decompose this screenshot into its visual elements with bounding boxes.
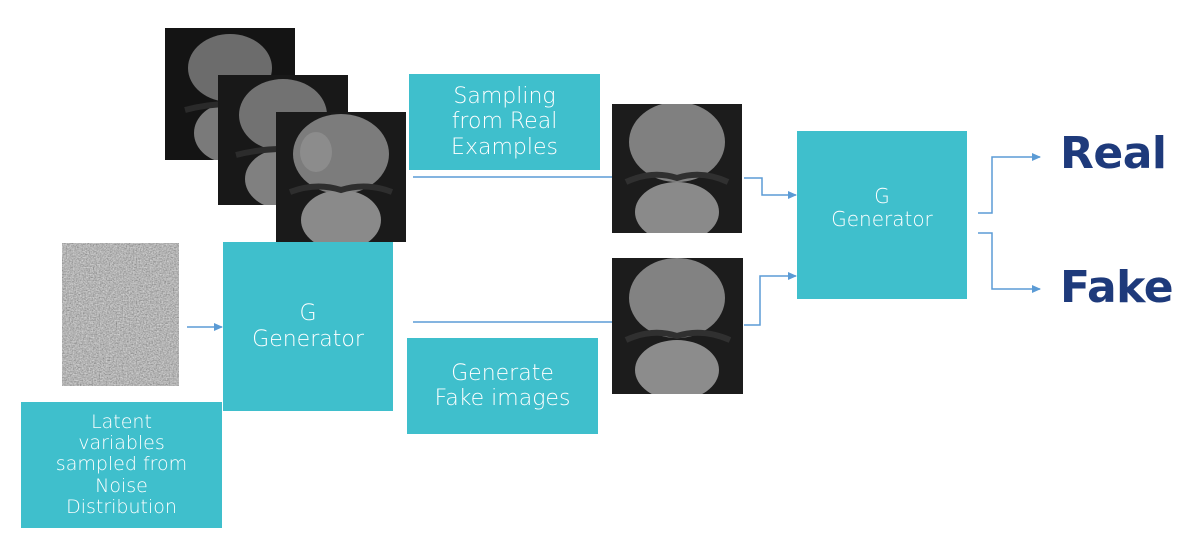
generator-box-left: G Generator: [223, 242, 393, 411]
generator-word: Generator: [252, 326, 364, 352]
generator-letter: G: [299, 301, 317, 327]
generate-fake-label: Generate Fake images: [434, 360, 571, 411]
latent-box-label: Latent variables sampled from Noise Dist…: [55, 410, 188, 518]
real-xray-image-front: [276, 112, 406, 242]
generate-fake-box: Generate Fake images: [407, 338, 598, 434]
sampling-box-label: Sampling from Real Examples: [451, 84, 558, 160]
output-real-label: Real: [1060, 128, 1167, 179]
arrow-to-real: [978, 153, 1041, 214]
latent-box: Latent variables sampled from Noise Dist…: [21, 402, 222, 528]
generator-letter: G: [874, 184, 890, 208]
arrow-to-fake: [978, 232, 1041, 293]
output-fake-label: Fake: [1060, 262, 1174, 313]
generated-fake-image: [612, 258, 743, 394]
generator-word: Generator: [831, 207, 933, 231]
arrow-fake-to-discriminator: [744, 272, 797, 326]
arrow-real-to-discriminator: [744, 177, 797, 199]
noise-image: [62, 243, 179, 386]
generator-box-right: G Generator: [797, 131, 967, 299]
sampled-real-image: [612, 104, 742, 233]
sampling-box: Sampling from Real Examples: [409, 74, 600, 170]
